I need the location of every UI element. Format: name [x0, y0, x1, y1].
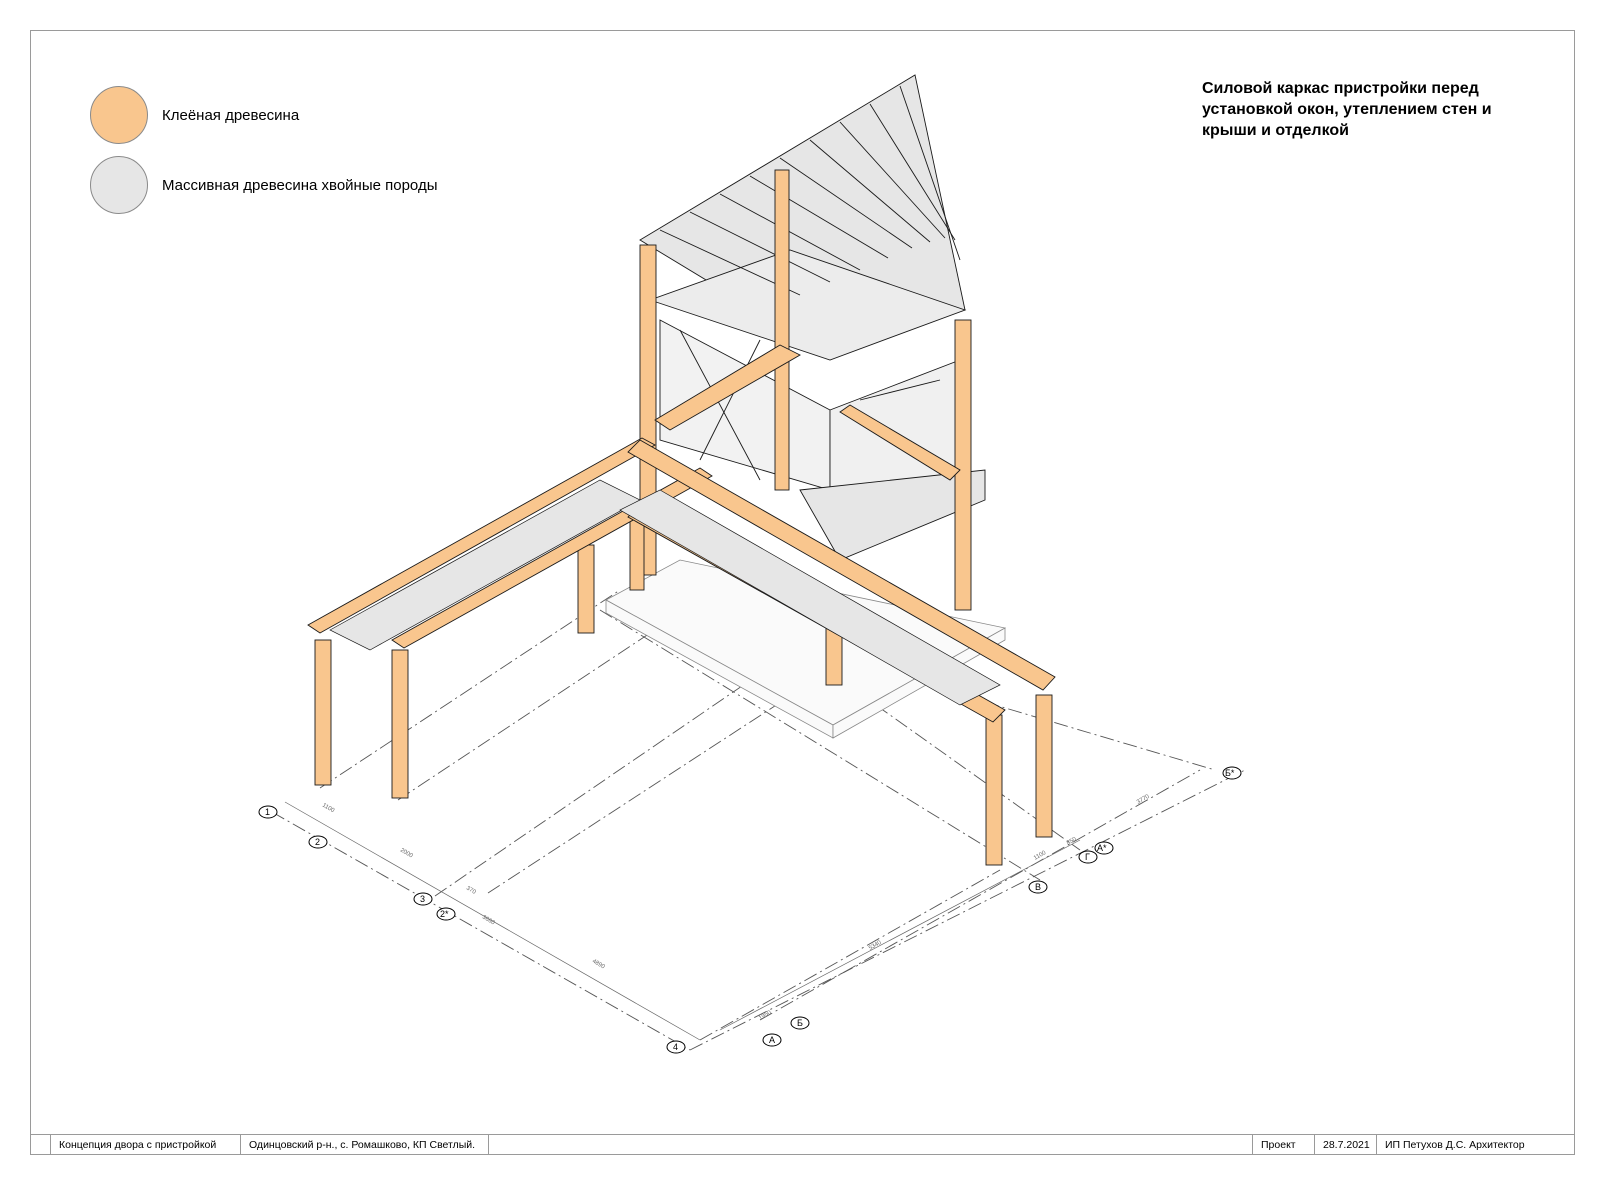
axis-marker-label: 4 [673, 1042, 678, 1052]
dimension-label-370: 370 [465, 886, 477, 897]
dimension-label-1950: 1950 [758, 1010, 773, 1022]
title-block-stage: Проект [1252, 1135, 1314, 1155]
rafter [899, 85, 961, 261]
diagonal-brace [859, 379, 941, 401]
axis-line-2-star [487, 669, 831, 894]
axis-line-v [599, 609, 1041, 881]
axis-marker-b: Б [790, 1016, 810, 1030]
axis-marker-3: 3 [413, 892, 433, 906]
axis-markers: 1 2 3 2* 4 А Б В Г А* Б* [258, 766, 1242, 1054]
axis-marker-label: А* [1097, 843, 1107, 853]
dimension-label-4890: 4890 [591, 959, 606, 971]
axis-marker-1: 1 [258, 805, 278, 819]
upper-frame-solid-wood [639, 74, 986, 561]
axis-marker-a: А [762, 1033, 782, 1047]
glulam-post-6 [1035, 694, 1053, 838]
deck-boards [329, 479, 1001, 706]
legend-item-solid-wood: Массивная древесина хвойные породы [90, 156, 437, 214]
axis-marker-g: Г [1078, 850, 1098, 864]
axis-marker-label: 1 [265, 807, 270, 817]
glulam-post-1 [314, 639, 332, 786]
drawing-sheet [30, 30, 1575, 1155]
diagonal-brace [699, 339, 761, 461]
rafter [839, 121, 946, 239]
dimension-label-1100-right: 1100 [1033, 850, 1048, 862]
title-block-author: ИП Петухов Д.С. Архитектор [1376, 1135, 1575, 1155]
rafter [689, 211, 831, 283]
axis-marker-label: Г [1085, 852, 1090, 862]
glulam-post-5 [985, 714, 1003, 866]
title-block-cell-empty [488, 1135, 1252, 1155]
drawing-title: Силовой каркас пристройки перед установк… [1202, 80, 1492, 139]
title-block-cell-blank [30, 1135, 50, 1155]
glulam-beam-right-outer [627, 439, 1056, 691]
axis-line-b [759, 769, 1201, 1021]
title-block-date: 28.7.2021 [1314, 1135, 1376, 1155]
foundation-slab [605, 559, 1007, 739]
rafter [869, 103, 956, 241]
glulam-post-2 [391, 649, 409, 799]
dimension-label-3770: 3770 [1136, 794, 1151, 806]
dimension-label-1100-left: 1100 [321, 803, 336, 815]
axis-marker-b-star: Б* [1222, 766, 1242, 780]
axis-marker-2: 2 [308, 835, 328, 849]
stair-stringer [799, 469, 986, 561]
axis-marker-label: 2 [315, 837, 320, 847]
axis-marker-4: 4 [666, 1040, 686, 1054]
axis-line-a [699, 869, 1001, 1041]
dimension-label-2000: 2000 [399, 848, 414, 860]
glulam-post-tower-back [774, 169, 790, 491]
glulam-post-tower-right [954, 319, 972, 611]
dimension-line-right [719, 839, 1081, 1031]
rafter [749, 175, 889, 259]
axis-marker-v: В [1028, 880, 1048, 894]
dimension-label-5340: 5340 [868, 940, 883, 952]
legend-swatch-glulam [90, 86, 148, 144]
axis-marker-label: 3 [420, 894, 425, 904]
axis-marker-2-star: 2* [436, 907, 456, 921]
title-block-project-name: Концепция двора с пристройкой [50, 1135, 240, 1155]
deck-right [619, 489, 1001, 706]
glulam-beam-left-outer [307, 437, 656, 634]
roof-rafters [659, 85, 961, 481]
glulam-post-3 [577, 544, 595, 634]
glulam-beam-tower-right [839, 404, 961, 481]
axis-marker-label: Б [797, 1018, 803, 1028]
glulam-post-tower-left [639, 244, 657, 576]
axis-line-1 [319, 589, 621, 789]
title-block: Концепция двора с пристройкой Одинцовски… [30, 1134, 1575, 1155]
dimension-label-850: 850 [1066, 836, 1078, 847]
axis-line-bottom-left [271, 811, 691, 1051]
rafter [809, 139, 931, 243]
legend-swatch-solid-wood [90, 156, 148, 214]
legend-item-glulam: Клеёная древесина [90, 86, 299, 144]
title-block-location: Одинцовский р-н., с. Ромашково, КП Светл… [240, 1135, 488, 1155]
ceiling-frame [648, 249, 967, 361]
axis-marker-a-star: А* [1094, 841, 1114, 855]
dimension-chains [284, 801, 1081, 1041]
legend-label-solid-wood: Массивная древесина хвойные породы [162, 176, 438, 194]
glulam-beam-tower [654, 344, 801, 431]
rafter [779, 157, 913, 249]
axis-marker-label: В [1035, 882, 1041, 892]
rafter [719, 193, 861, 271]
legend-label-glulam: Клеёная древесина [162, 106, 300, 124]
axis-marker-label: Б* [1225, 768, 1235, 778]
axis-marker-label: 2* [440, 909, 449, 919]
axis-marker-label: А [769, 1035, 775, 1045]
dimension-label-3660: 3660 [481, 915, 496, 927]
diagonal-brace [679, 329, 761, 481]
axis-line-bottom-right [689, 769, 1246, 1051]
dimension-line-left [284, 801, 701, 1041]
axis-line-3 [434, 659, 781, 897]
